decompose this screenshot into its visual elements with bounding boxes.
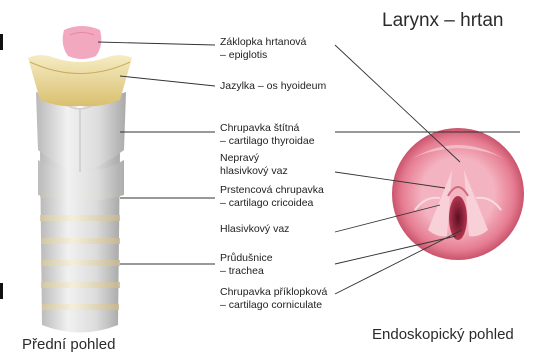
caption-front-view: Přední pohled <box>22 336 115 353</box>
label-epiglottis: Záklopka hrtanová– epiglotis <box>220 36 306 62</box>
endoscopic-view <box>392 128 524 260</box>
edge-mark <box>0 283 3 299</box>
label-hyoid: Jazylka – os hyoideum <box>220 80 326 93</box>
label-cricoid-cartilage: Prstencová chrupavka– cartilago cricoide… <box>220 184 324 210</box>
edge-mark <box>0 34 3 50</box>
label-corniculate-cartilage: Chrupavka příklopková– cartilago cornicu… <box>220 286 327 312</box>
caption-endoscopic-view: Endoskopický pohled <box>372 326 514 343</box>
label-thyroid-cartilage: Chrupavka štítná– cartilago thyroidae <box>220 122 315 148</box>
figure-title: Larynx – hrtan <box>382 10 552 32</box>
label-trachea: Průdušnice– trachea <box>220 252 273 278</box>
label-vocal-cord: Hlasivkový vaz <box>220 223 289 236</box>
